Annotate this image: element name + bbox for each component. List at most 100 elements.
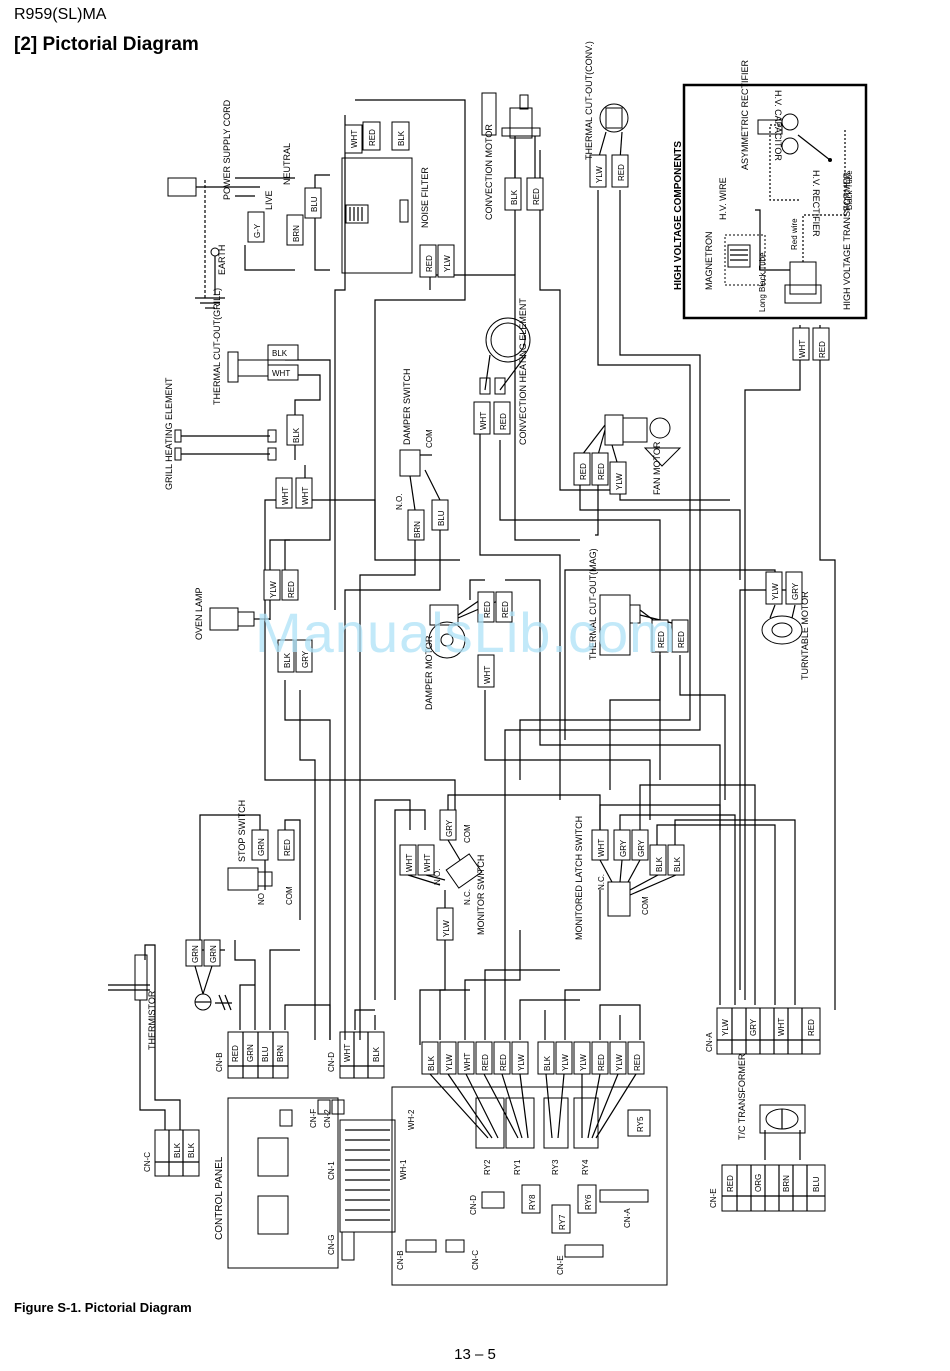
label-red-ss: RED	[283, 839, 292, 856]
label-cn-d-board: CN-D	[469, 1195, 478, 1215]
relay-left-4: RED	[481, 1054, 490, 1071]
label-nc-ms: N.C.	[463, 889, 472, 905]
cn-a-pin-5: GRY	[749, 1018, 758, 1036]
stop-switch	[227, 829, 295, 891]
label-red-dm1: RED	[483, 601, 492, 618]
label-hv-transformer: HIGH VOLTAGE TRANSFORMER	[842, 171, 852, 310]
label-turntable-motor: TURNTABLE MOTOR	[800, 591, 810, 680]
label-ry4: RY4	[581, 1159, 590, 1175]
label-blk-nf: BLK	[397, 130, 406, 146]
thermistor	[108, 954, 150, 1001]
label-grn-g1: GRN	[191, 945, 200, 963]
label-damper-switch: DAMPER SWITCH	[402, 369, 412, 446]
relay-right-4: RED	[597, 1054, 606, 1071]
label-wht-ls: WHT	[597, 839, 606, 857]
label-red-dm2: RED	[501, 601, 510, 618]
label-nc-ls: N.C.	[597, 874, 606, 890]
label-wht-ms2: WHT	[423, 854, 432, 872]
label-wht-ms1: WHT	[405, 854, 414, 872]
cn-e-pin-7: RED	[726, 1175, 735, 1192]
label-blk-ghe: BLK	[292, 427, 301, 443]
label-earth: EARTH	[217, 245, 227, 275]
label-red-wire-hv: Red wire	[790, 218, 799, 250]
label-wht-che: WHT	[479, 412, 488, 430]
label-cn-e: CN-E	[709, 1188, 718, 1208]
label-blk-ls2: BLK	[673, 856, 682, 872]
label-gy: G-Y	[253, 223, 262, 238]
cn-a-pin-7: YLW	[721, 1019, 730, 1036]
relay-right-2: YLW	[561, 1054, 570, 1071]
label-thermal-cutout-conv: THERMAL CUT-OUT(CONV.)	[584, 41, 594, 160]
watermark: ManualsLib.com	[255, 601, 677, 664]
cn-e-pin-3: BRN	[782, 1175, 791, 1192]
relay-left-1: BLK	[427, 1055, 436, 1071]
page-number: 13 – 5	[454, 1346, 496, 1363]
label-black-tube: Black Tube	[845, 170, 854, 210]
relay-left-6: YLW	[517, 1054, 526, 1071]
label-long-black-tube: Long Black Tube	[758, 252, 767, 312]
convection-motor	[481, 92, 544, 211]
label-control-panel: CONTROL PANEL	[214, 1156, 225, 1240]
turntable-motor	[761, 571, 803, 645]
label-magnetron: MAGNETRON	[704, 232, 714, 291]
label-wht-nf: WHT	[350, 130, 359, 148]
label-blk-tcg: BLK	[272, 349, 288, 358]
cn-d-connector	[339, 1031, 385, 1079]
label-com-ss: COM	[285, 886, 294, 905]
label-thermistor: THERMISTOR	[147, 990, 157, 1050]
label-gry-ol: GRY	[301, 650, 310, 668]
tc-transformer	[759, 1104, 806, 1134]
label-cn-g: CN-G	[327, 1235, 336, 1255]
label-hv-capacitor: H.V. CAPACITOR	[773, 90, 783, 161]
cn-d-pin-3: BLK	[372, 1046, 381, 1062]
label-convection-motor: CONVECTION MOTOR	[484, 124, 494, 220]
cn-a-pin-3: WHT	[777, 1018, 786, 1036]
relay-right-3: YLW	[579, 1054, 588, 1071]
label-cn-b-board: CN-B	[396, 1250, 405, 1270]
label-wht-hv: WHT	[798, 340, 807, 358]
relay-right-1: BLK	[543, 1055, 552, 1071]
relay-wire-block-right	[537, 1041, 645, 1075]
label-ylw-nf: YLW	[443, 255, 452, 272]
label-damper-motor: DAMPER MOTOR	[424, 635, 434, 710]
fan-motor	[573, 414, 682, 495]
label-blk-ls1: BLK	[655, 856, 664, 872]
relay-wire-block-left	[421, 1041, 529, 1075]
page-title: [2] Pictorial Diagram	[14, 34, 199, 55]
label-cn-a-board: CN-A	[623, 1208, 632, 1228]
label-ylw-fm: YLW	[615, 473, 624, 490]
label-cn-d: CN-D	[327, 1052, 336, 1072]
label-convection-heating-element: CONVECTION HEATING ELEMENT	[518, 298, 528, 445]
label-blu-ps: BLU	[310, 196, 319, 212]
convection-heating-element	[473, 317, 531, 435]
label-ry1: RY1	[513, 1159, 522, 1175]
high-voltage-components-box	[682, 83, 868, 361]
label-grill-heating-element: GRILL HEATING ELEMENT	[164, 377, 174, 490]
label-no-ss: NO	[257, 893, 266, 905]
relay-right-5: YLW	[615, 1054, 624, 1071]
label-ry3: RY3	[551, 1159, 560, 1175]
label-red-tcm1: RED	[657, 631, 666, 648]
label-monitor-switch: MONITOR SWITCH	[476, 855, 486, 935]
label-red-hv: RED	[818, 341, 827, 358]
thermal-cutout-conv	[589, 103, 629, 188]
label-ry6: RY6	[584, 1194, 593, 1210]
label-stop-switch: STOP SWITCH	[237, 800, 247, 862]
damper-motor	[428, 591, 513, 688]
label-com-ds: COM	[425, 429, 434, 448]
ground-terminal	[185, 939, 232, 1011]
label-thermal-cutout-mag: THERMAL CUT-OUT(MAG)	[588, 548, 598, 660]
label-noise-filter: NOISE FILTER	[420, 167, 430, 228]
label-gry-ls2: GRY	[637, 839, 646, 857]
label-blu-ds: BLU	[437, 510, 446, 526]
label-grn-ss: GRN	[257, 838, 266, 856]
label-red-fm2: RED	[597, 463, 606, 480]
label-red-fm1: RED	[579, 463, 588, 480]
relay-left-5: RED	[499, 1054, 508, 1071]
monitor-switch	[399, 809, 483, 941]
label-wht-ghe2: WHT	[301, 487, 310, 505]
cn-d-pin-1: WHT	[343, 1044, 352, 1062]
label-oven-lamp: OVEN LAMP	[194, 587, 204, 640]
label-grn-g2: GRN	[209, 945, 218, 963]
cn-e-pin-1: BLU	[812, 1176, 821, 1192]
